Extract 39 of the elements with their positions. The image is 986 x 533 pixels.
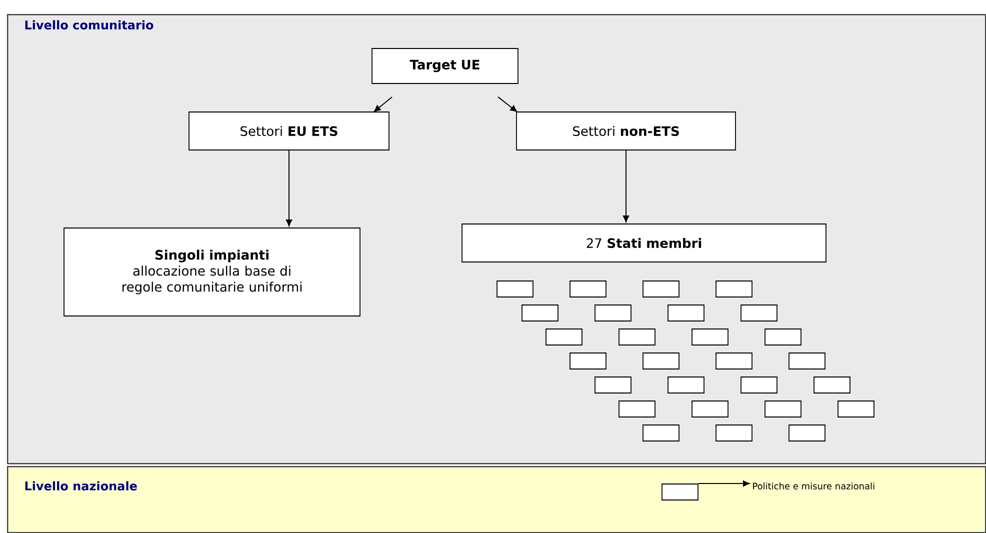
empty-box (668, 376, 704, 394)
empty-box (740, 304, 778, 322)
empty-box (740, 376, 778, 394)
arrow (374, 96, 392, 112)
empty-box (788, 424, 826, 442)
empty-box (764, 328, 802, 346)
empty-box (642, 352, 680, 370)
empty-box (618, 328, 656, 346)
text-box: 27 Stati membri (462, 224, 826, 262)
empty-box (522, 304, 558, 322)
empty-box (662, 484, 698, 500)
text-box: Settori non-ETS (516, 112, 736, 150)
empty-box (570, 352, 606, 370)
empty-box (546, 328, 582, 346)
arrow (622, 150, 630, 222)
empty-box (668, 304, 704, 322)
empty-box (496, 280, 534, 298)
empty-box (594, 304, 632, 322)
empty-box (716, 280, 752, 298)
empty-box (570, 280, 606, 298)
text-box: Singoli impianti allocazione sulla base di regole comunitarie uniformi (64, 228, 360, 316)
text-box: Target UE (372, 48, 518, 84)
empty-box (642, 424, 680, 442)
empty-box (788, 352, 826, 370)
arrow (498, 96, 518, 112)
empty-box (838, 400, 874, 418)
empty-box (642, 280, 680, 298)
empty-box (716, 352, 752, 370)
empty-box (764, 400, 802, 418)
empty-box (692, 328, 728, 346)
empty-box (692, 400, 728, 418)
text-box: Settori EU ETS (188, 112, 390, 150)
text-label: Politiche e misure nazionali (753, 482, 874, 490)
empty-box (594, 376, 632, 394)
arrow (286, 150, 292, 226)
empty-box (814, 376, 850, 394)
empty-box (618, 400, 656, 418)
empty-box (716, 424, 752, 442)
arrow (698, 480, 750, 487)
